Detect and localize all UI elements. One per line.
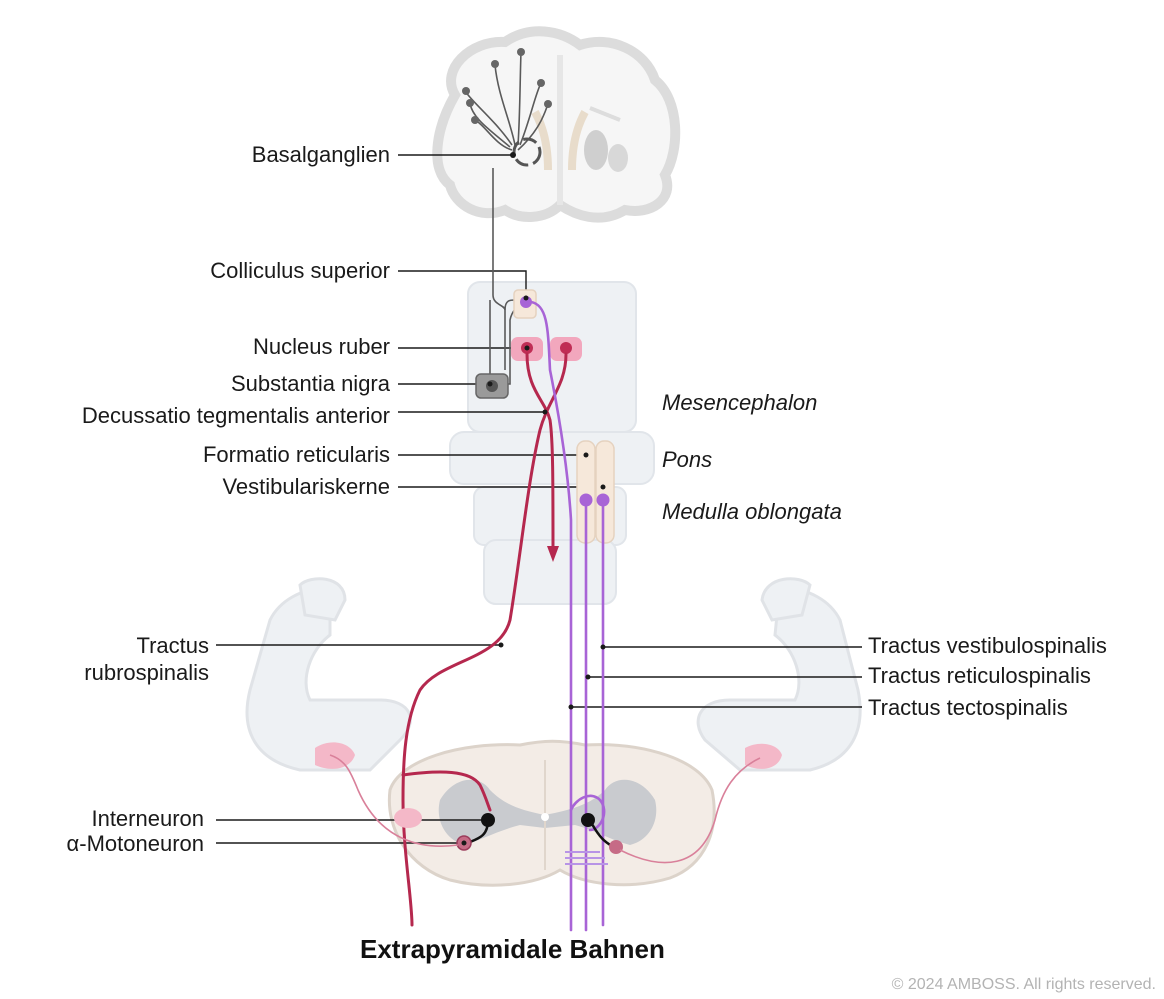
basalganglia-dots xyxy=(462,48,552,124)
diagram-title: Extrapyramidale Bahnen xyxy=(360,934,665,964)
label-tractus-rubrospinalis-line2: rubrospinalis xyxy=(84,660,209,685)
label-formatio-reticularis: Formatio reticularis xyxy=(202,442,390,467)
copyright-notice: © 2024 AMBOSS. All rights reserved. xyxy=(891,976,1156,993)
label-tractus-rubrospinalis-line1: Tractus xyxy=(136,633,209,658)
right-neurons xyxy=(581,757,761,864)
left-neurons xyxy=(329,754,495,851)
left-arm xyxy=(245,577,412,772)
motor-fibers xyxy=(565,851,608,865)
left-muscle xyxy=(315,742,355,769)
label-medulla-oblongata: Medulla oblongata xyxy=(662,499,842,524)
label-alpha-motoneuron: α-Motoneuron xyxy=(66,831,204,856)
rubro-arrowhead xyxy=(547,546,559,562)
label-tractus-vestibulospinalis: Tractus vestibulospinalis xyxy=(868,633,1107,658)
label-substantia-nigra: Substantia nigra xyxy=(231,371,390,396)
label-basalganglien: Basalganglien xyxy=(251,142,390,167)
basalganglien-point xyxy=(510,152,516,158)
brain-section xyxy=(432,26,681,223)
right-muscle xyxy=(745,743,782,769)
label-colliculus-superior: Colliculus superior xyxy=(210,258,390,283)
spinal-cord-section xyxy=(387,739,716,887)
label-mesencephalon: Mesencephalon xyxy=(662,390,818,415)
colliculus-neuron xyxy=(520,296,532,308)
label-interneuron: Interneuron xyxy=(91,806,204,831)
basalganglien-loop-icon xyxy=(512,137,542,167)
label-pons: Pons xyxy=(662,447,713,472)
label-vestibulariskerne: Vestibulariskerne xyxy=(222,474,390,499)
label-nucleus-ruber: Nucleus ruber xyxy=(253,334,390,359)
leader-lines xyxy=(216,154,862,844)
label-tractus-reticulospinalis: Tractus reticulospinalis xyxy=(868,663,1091,688)
label-tractus-tectospinalis: Tractus tectospinalis xyxy=(868,695,1068,720)
right-arm xyxy=(696,577,862,772)
label-decussatio: Decussatio tegmentalis anterior xyxy=(81,403,390,428)
vestibulariskerne-column xyxy=(595,440,615,544)
